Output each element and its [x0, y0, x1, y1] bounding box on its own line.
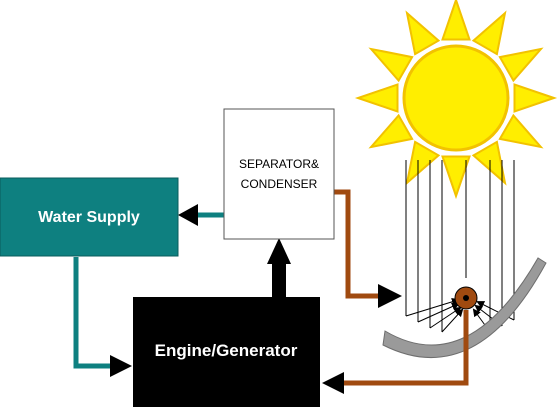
- sun-ray: [405, 140, 441, 186]
- separator-label-line2: CONDENSER: [241, 177, 318, 191]
- steam-pipes: [322, 189, 469, 394]
- sun-ray: [441, 155, 471, 200]
- separator-label-line1: SEPARATOR&: [239, 157, 319, 171]
- water-supply-block: Water Supply: [0, 177, 179, 257]
- sun-ray: [354, 83, 399, 113]
- hot-steam-arrow: [322, 372, 344, 394]
- feedwater-arrow: [110, 355, 132, 377]
- steam-to-collector-arrow: [378, 284, 402, 308]
- sun-ray: [405, 10, 441, 56]
- sun-ray: [441, 0, 471, 41]
- steam-to-collector-pipe: [334, 189, 380, 299]
- sun-ray: [471, 140, 507, 186]
- engine-to-separator-arrow: [267, 238, 291, 298]
- sun-ray: [368, 113, 414, 149]
- engine-generator-block: Engine/Generator: [133, 297, 320, 407]
- water-supply-label: Water Supply: [38, 209, 140, 226]
- condensate-arrow: [178, 204, 198, 226]
- sun-ray: [368, 47, 414, 83]
- sun-disc: [402, 44, 510, 152]
- sun-ray: [513, 83, 558, 113]
- feedwater-pipe: [73, 257, 112, 369]
- sun-rays: [354, 0, 558, 200]
- hot-steam-pipe: [342, 310, 469, 386]
- sun-ray: [498, 47, 544, 83]
- engine-generator-label: Engine/Generator: [155, 341, 298, 360]
- receiver-icon: [454, 286, 478, 310]
- sun-ray: [471, 10, 507, 56]
- separator-condenser-block: SEPARATOR& CONDENSER: [223, 108, 335, 240]
- sun-ray: [498, 113, 544, 149]
- sun-icon: [354, 0, 558, 200]
- water-pipes: [73, 204, 224, 377]
